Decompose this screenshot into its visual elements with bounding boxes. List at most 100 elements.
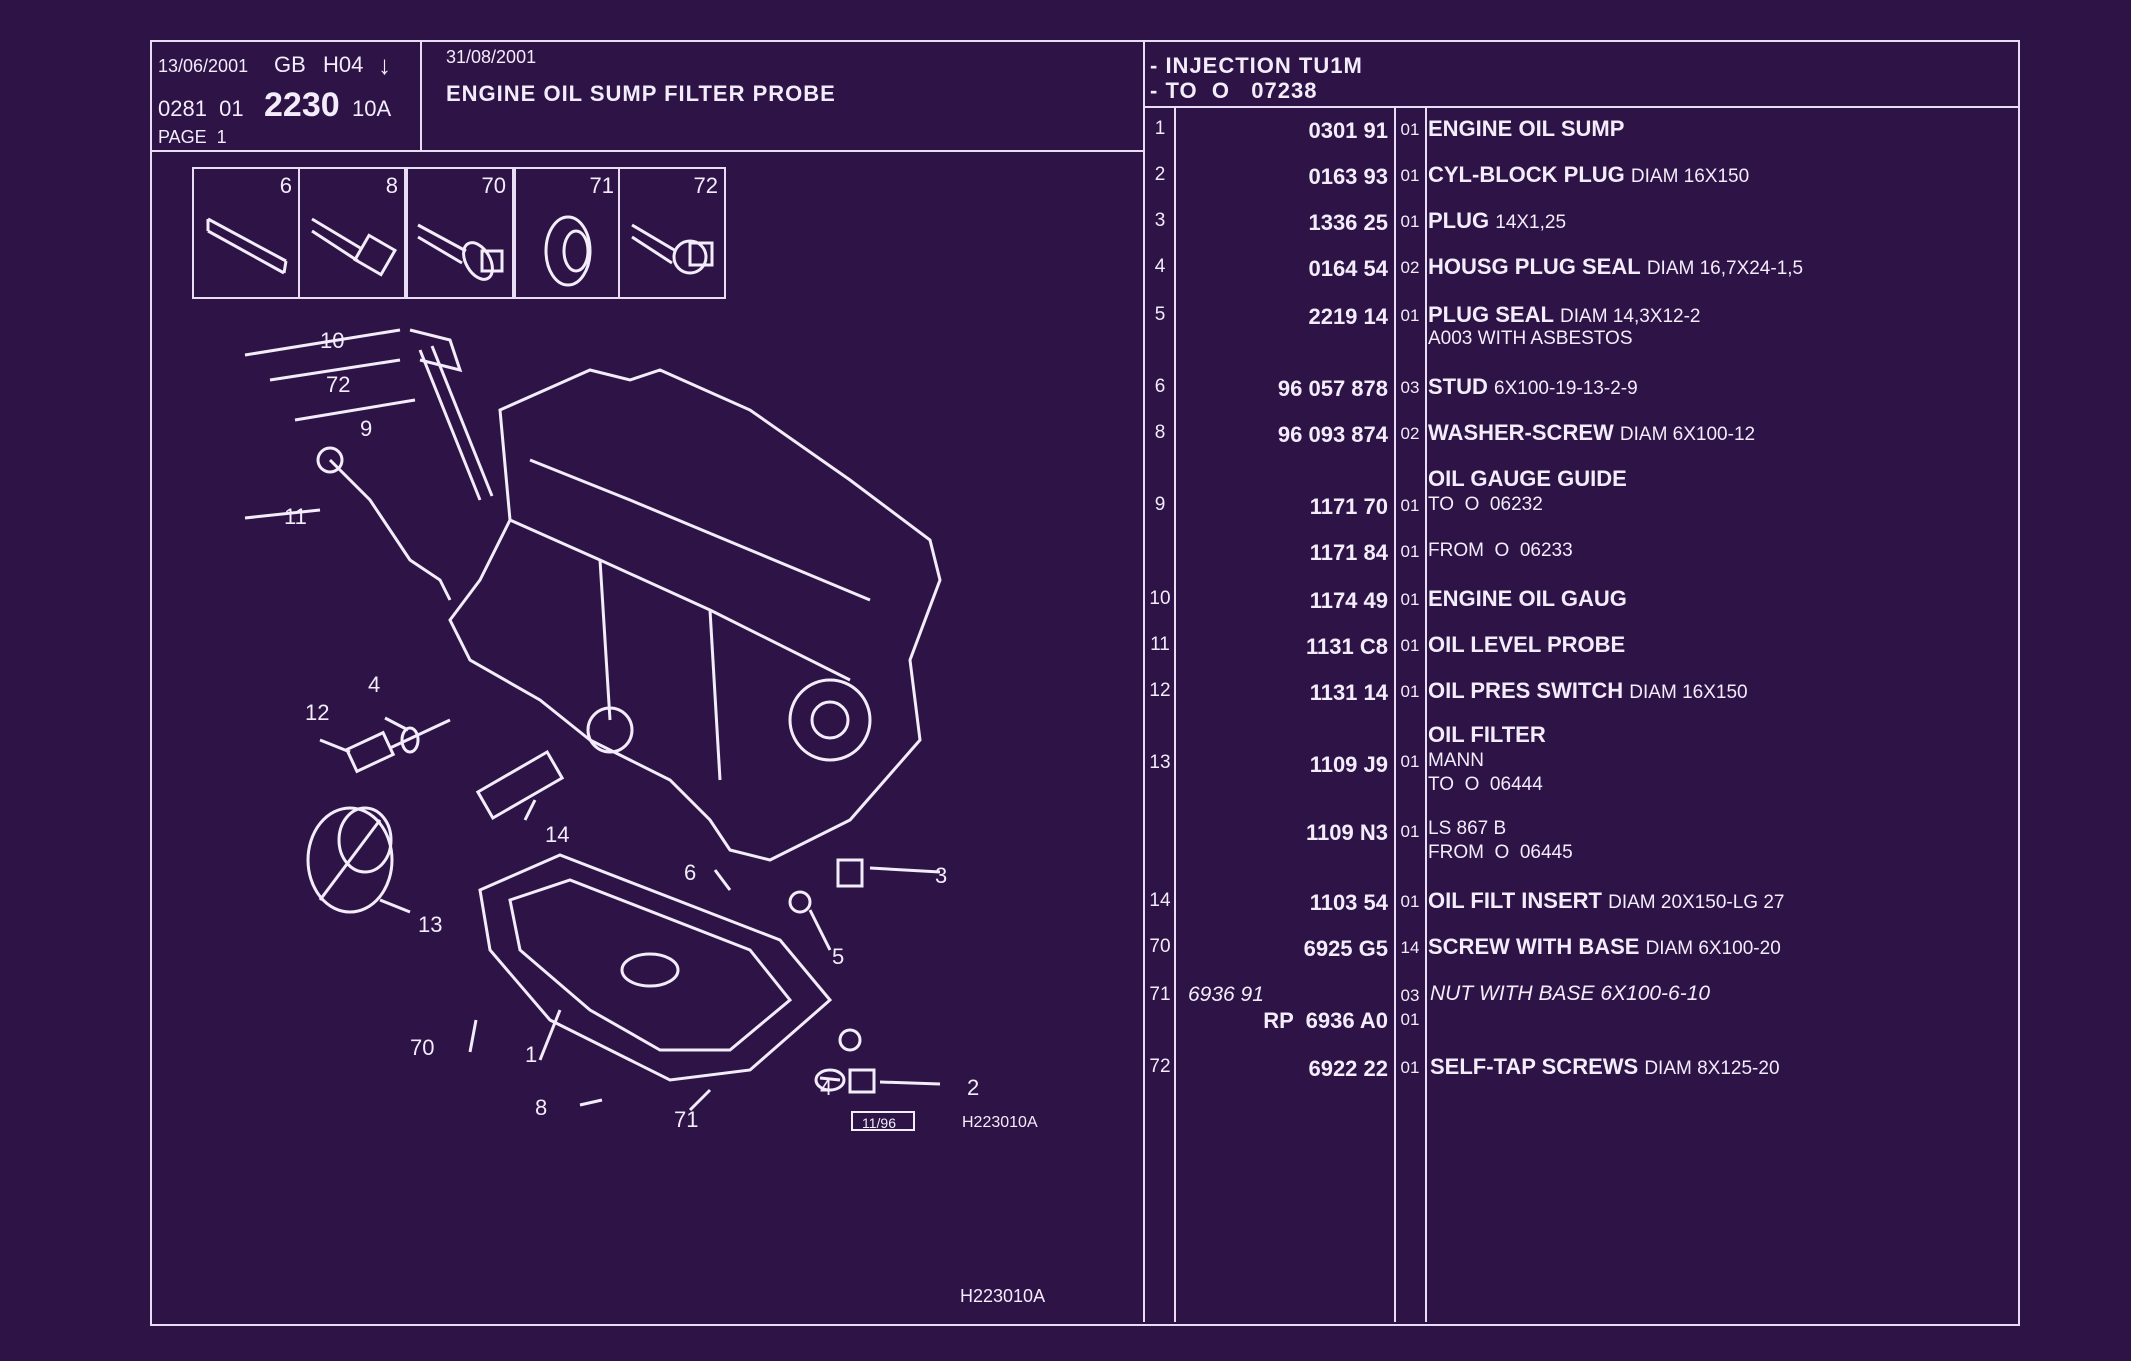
callout-72: 72 [326, 372, 351, 397]
callout-5: 5 [832, 944, 845, 969]
part-qty: 01 [1400, 306, 1420, 325]
callout-1: 1 [525, 1042, 538, 1067]
callout-13: 13 [418, 912, 443, 937]
part-ref: 1109 N3 [1306, 820, 1388, 845]
part-ref: 96 057 878 [1277, 376, 1388, 401]
self-tap-screw-icon [631, 223, 714, 275]
part-qty: 01 [1400, 636, 1420, 655]
callout-10: 10 [320, 328, 345, 353]
part-desc: CYL-BLOCK PLUG DIAM 16X150 [1428, 162, 1750, 187]
callout-6: 6 [684, 860, 697, 885]
part-ref: 2219 14 [1308, 304, 1388, 329]
screw-with-base-icon [417, 223, 504, 281]
part-qty: 01 [1400, 212, 1420, 231]
callout-12: 12 [305, 700, 330, 725]
part-note: A003 WITH ASBESTOS [1428, 328, 1633, 349]
date-box [851, 1111, 915, 1131]
part-qty: 01 [1400, 1058, 1420, 1077]
part-desc: ENGINE OIL GAUG [1428, 586, 1627, 611]
part-ref: 0163 93 [1308, 164, 1388, 189]
item-number: 10 [1149, 588, 1171, 609]
callout-4-lower: 4 [820, 1075, 833, 1100]
oil-sump-shape [478, 853, 833, 1082]
part-ref: 1131 C8 [1306, 634, 1388, 659]
header-date1: 13/06/2001 [158, 56, 249, 76]
part-desc: PLUG 14X1,25 [1428, 208, 1567, 233]
washer-screw-icon [311, 217, 398, 277]
part-ref: 0164 54 [1308, 256, 1388, 281]
nut-icon [544, 215, 592, 287]
diagram-code-label: H223010A [962, 1114, 1038, 1131]
part-desc: NUT WITH BASE 6X100-6-10 [1430, 982, 1711, 1005]
callout-4-upper: 4 [368, 672, 381, 697]
diagram-date-label: 11/96 [862, 1115, 896, 1131]
divider-diagram-parts [1143, 40, 1145, 1322]
part-qty-replacement: 01 [1400, 1010, 1420, 1029]
header-lang: GB [274, 52, 306, 77]
part-qty: 01 [1400, 496, 1420, 515]
callout-8: 8 [535, 1095, 548, 1120]
part-desc: HOUSG PLUG SEAL DIAM 16,7X24-1,5 [1428, 254, 1804, 279]
part-ref: 1109 J9 [1309, 752, 1388, 777]
item-number: 4 [1154, 256, 1166, 277]
header-ref-suffix: 10A [352, 96, 392, 121]
part-ref-old: 6936 91 [1188, 983, 1264, 1006]
item-number: 13 [1149, 752, 1171, 773]
item-number: 6 [1154, 376, 1166, 397]
part-group-title: OIL FILTER [1428, 722, 1546, 747]
part-desc: STUD 6X100-19-13-2-9 [1428, 374, 1638, 399]
thumb-part-72: 72 [618, 167, 726, 299]
callout-3: 3 [935, 863, 948, 888]
exploded-engine-diagram [244, 328, 942, 1131]
part-ref: 6922 22 [1308, 1056, 1388, 1081]
item-number: 9 [1154, 494, 1166, 515]
part-detail: LS 867 B [1428, 818, 1507, 839]
header-ref-main: 2230 [264, 86, 340, 124]
callout-70: 70 [410, 1035, 435, 1060]
item-number: 72 [1149, 1056, 1171, 1077]
thumb-label: 72 [693, 173, 718, 198]
divider-item-col [1174, 106, 1176, 1322]
part-group-title: OIL GAUGE GUIDE [1428, 466, 1627, 491]
part-qty: 02 [1400, 258, 1420, 277]
thumb-label: 71 [589, 173, 614, 198]
thumb-label: 6 [279, 173, 292, 198]
engine-block-shape [448, 368, 942, 862]
header-code: H04 [323, 52, 364, 77]
part-desc: OIL LEVEL PROBE [1428, 632, 1626, 657]
part-ref: 1131 14 [1309, 680, 1388, 705]
part-ref: 1171 84 [1309, 540, 1388, 565]
item-number: 5 [1154, 304, 1166, 325]
down-arrow-icon: ↓ [378, 50, 391, 80]
item-number: 12 [1149, 680, 1171, 701]
part-desc: OIL PRES SWITCH DIAM 16X150 [1428, 678, 1748, 703]
thumb-label: 70 [481, 173, 506, 198]
callout-11: 11 [284, 504, 307, 529]
part-qty: 01 [1400, 892, 1420, 911]
item-number: 11 [1150, 634, 1170, 655]
thumb-label: 8 [385, 173, 398, 198]
header-variant-1: - INJECTION TU1M [1150, 53, 1363, 78]
part-note: TO O 06444 [1428, 774, 1543, 795]
footer-code: H223010A [960, 1286, 1046, 1306]
part-qty: 01 [1400, 166, 1420, 185]
part-ref: 1103 54 [1309, 890, 1388, 915]
part-qty: 03 [1400, 378, 1420, 397]
part-ref-replacement: RP 6936 A0 [1263, 1008, 1388, 1033]
part-qty: 02 [1400, 424, 1420, 443]
header-variant-2: - TO O 07238 [1150, 78, 1318, 103]
part-qty: 01 [1400, 590, 1420, 609]
thumb-part-70: 70 [406, 167, 514, 299]
part-detail: FROM O 06233 [1428, 540, 1573, 561]
thumb-part-71: 71 [514, 167, 622, 299]
part-ref: 6925 G5 [1303, 936, 1388, 961]
part-desc: SELF-TAP SCREWS DIAM 8X125-20 [1430, 1054, 1780, 1079]
part-ref: 96 093 874 [1277, 422, 1388, 447]
part-qty: 01 [1400, 542, 1420, 561]
part-qty: 01 [1400, 120, 1420, 139]
part-desc: PLUG SEAL DIAM 14,3X12-2 [1428, 302, 1701, 327]
part-desc: OIL FILT INSERT DIAM 20X150-LG 27 [1428, 888, 1785, 913]
callout-2: 2 [967, 1075, 980, 1100]
part-ref: 1171 70 [1309, 494, 1388, 519]
header-page: PAGE 1 [158, 127, 227, 147]
